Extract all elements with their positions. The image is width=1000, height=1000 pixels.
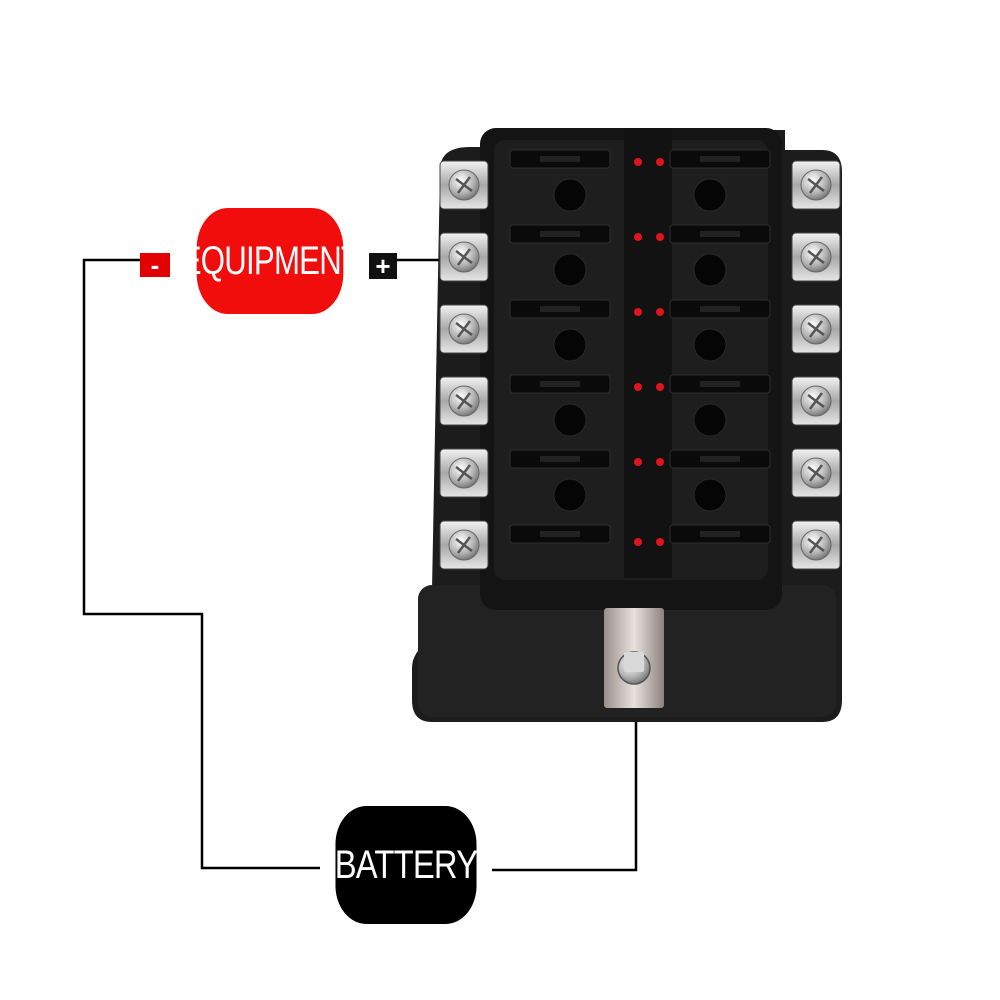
negative-sign: - (140, 252, 170, 278)
indicator-led (634, 158, 642, 166)
right-terminals (791, 160, 841, 570)
battery-label: BATTERY (335, 806, 478, 924)
fuse-slot-contact (540, 231, 580, 237)
fuse-hole (693, 478, 727, 512)
indicator-led (656, 458, 664, 466)
indicator-led (634, 458, 642, 466)
indicator-led (656, 308, 664, 316)
fuse-hole (553, 328, 587, 362)
fuse-slot-contact (540, 381, 580, 387)
screw-slot (809, 248, 823, 266)
screw-slot (809, 464, 823, 482)
fuse-slot-contact (700, 456, 740, 462)
fuse-hole (553, 478, 587, 512)
screw-slot (457, 176, 471, 194)
screw-slot (457, 392, 471, 410)
fuse-hole (693, 328, 727, 362)
indicator-led (634, 383, 642, 391)
fuse-hole (693, 178, 727, 212)
fuse-slot-contact (540, 156, 580, 162)
equipment-label: EQUIPMENT (181, 208, 360, 314)
indicator-led (634, 233, 642, 241)
fuse-slot-contact (700, 231, 740, 237)
fuse-slots (509, 149, 771, 544)
left-terminals (439, 160, 489, 570)
screw-slot (457, 320, 471, 338)
screw-slot (809, 392, 823, 410)
screw-slot (809, 320, 823, 338)
fuse-slot-contact (700, 306, 740, 312)
screw-slot (457, 464, 471, 482)
fuse-slot-contact (540, 456, 580, 462)
center-divider (624, 128, 672, 578)
wire-negative (82, 258, 320, 870)
fuse-hole (553, 178, 587, 212)
screw-slot (457, 248, 471, 266)
indicator-led (656, 538, 664, 546)
fuse-slot-contact (700, 531, 740, 537)
fuse-slot-contact (700, 381, 740, 387)
screw-slot (809, 176, 823, 194)
screw-slot (809, 536, 823, 554)
fuse-slot-contact (540, 306, 580, 312)
fuse-hole (693, 403, 727, 437)
indicator-leds (634, 158, 664, 546)
screw-slot (457, 536, 471, 554)
wire-battery (492, 702, 638, 872)
indicator-led (634, 538, 642, 546)
indicator-led (656, 233, 664, 241)
positive-sign: + (369, 253, 397, 279)
fuse-slot-contact (700, 156, 740, 162)
indicator-led (656, 158, 664, 166)
indicator-led (656, 383, 664, 391)
fuse-hole (553, 253, 587, 287)
fuse-hole (693, 253, 727, 287)
fuse-slot-contact (540, 531, 580, 537)
fuse-hole (553, 403, 587, 437)
indicator-led (634, 308, 642, 316)
bus-bar-stud (624, 652, 644, 672)
